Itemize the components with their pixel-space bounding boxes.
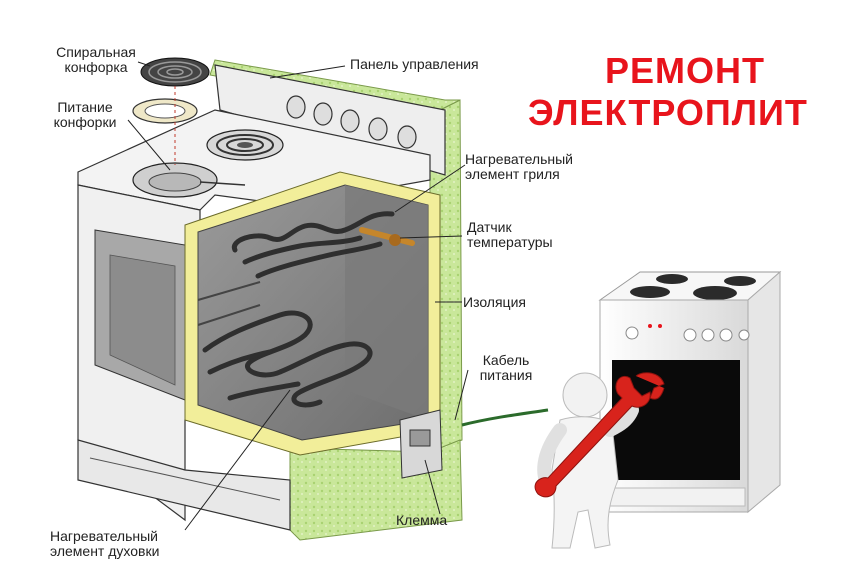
hotplate-2	[724, 276, 756, 286]
label-terminal: Клемма	[396, 512, 448, 528]
stove-knobs	[625, 326, 750, 342]
label-insulation: Изоляция	[463, 294, 526, 310]
terminal-block	[399, 409, 443, 479]
knob-3	[340, 109, 360, 133]
title-line-1: РЕМОНТ	[605, 50, 766, 91]
label-spiral-burner-line2: конфорка	[64, 59, 128, 75]
stove-illustration	[598, 270, 782, 514]
oven-heating-element	[202, 310, 373, 408]
grill-heating-element	[231, 211, 395, 279]
label-burner-power: Питание конфорки	[40, 100, 130, 130]
label-oven-element: Нагревательный элемент духовки	[50, 529, 159, 559]
power-cable	[461, 408, 549, 427]
rear-burner	[206, 129, 284, 161]
leader-lines	[127, 61, 469, 531]
hotplate-3	[630, 286, 670, 298]
title-line-2: ЭЛЕКТРОПЛИТ	[528, 92, 808, 133]
knob-5	[397, 125, 417, 149]
knob-2	[313, 102, 333, 126]
label-oven-element-line1: Нагревательный	[50, 528, 158, 544]
label-burner-power-line2: конфорки	[53, 114, 117, 130]
label-spiral-burner: Спиральная конфорка	[46, 45, 146, 75]
knob-4	[368, 117, 388, 141]
spiral-burner	[140, 57, 210, 87]
label-control-panel: Панель управления	[350, 56, 479, 72]
label-spiral-burner-line1: Спиральная	[56, 44, 136, 60]
front-burner-open	[132, 162, 246, 198]
label-grill-element-line1: Нагревательный	[465, 151, 573, 167]
repairman-figure	[534, 372, 665, 549]
label-burner-power-line1: Питание	[57, 99, 113, 115]
label-power-cable-line1: Кабель	[482, 352, 530, 368]
label-temp-sensor-line1: Датчик	[467, 219, 512, 235]
hotplate-4	[693, 286, 737, 300]
label-power-cable: Кабель питания	[466, 353, 546, 383]
hotplate-1	[656, 274, 688, 284]
figure-head	[562, 372, 608, 418]
drawer	[77, 439, 291, 531]
burner-power-ring	[132, 98, 198, 124]
control-knobs	[286, 95, 417, 149]
label-oven-element-line2: элемент духовки	[50, 543, 160, 559]
label-temperature-sensor: Датчик температуры	[467, 220, 553, 250]
label-grill-element-line2: элемент гриля	[465, 166, 560, 182]
figure-body	[551, 416, 619, 549]
label-temp-sensor-line2: температуры	[467, 234, 553, 250]
label-power-cable-line2: питания	[479, 367, 533, 383]
knob-1	[286, 95, 306, 119]
stove-cutaway	[77, 57, 549, 541]
wrench-icon	[534, 372, 665, 498]
label-grill-element: Нагревательный элемент гриля	[465, 152, 573, 182]
temperature-sensor	[359, 227, 415, 246]
